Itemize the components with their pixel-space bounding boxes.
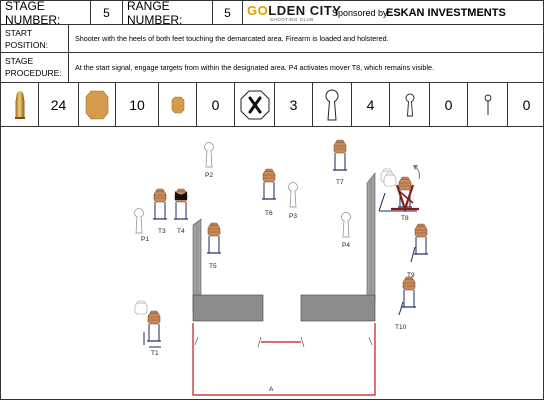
plate-count: 0 [522,97,531,113]
front-wall-left [192,294,264,322]
wall-left [192,218,202,313]
start-position-label: START POSITION: [1,25,69,52]
target-count-row: 24 10 0 3 4 [1,83,544,127]
header-row: STAGE NUMBER: 5 RANGE NUMBER: 5 GOLDEN C… [1,0,544,27]
label-t4: T4 [177,228,185,235]
no-shoot-icon [235,83,275,127]
bullet-icon [1,83,39,127]
target-t4: T4 [173,188,189,235]
sponsor-name: ESKAN INVESTMENTS [386,7,506,19]
label-t10: T10 [395,324,407,331]
stage-diagram-svg: T1 P1 T3 T4 P2 [134,139,429,396]
ipsc-target-icon [79,83,116,127]
stage-procedure-row: STAGE PROCEDURE: At the start signal, en… [1,53,544,83]
logo-wordmark: GOLDEN CITY [247,3,342,18]
start-position-row: START POSITION: Shooter with the heels o… [1,25,544,53]
mini-target-count: 0 [197,83,235,127]
mover-t8: T8 [378,165,420,222]
popper-p1: P1 [134,208,149,243]
label-p4: P4 [342,242,350,249]
stage-number-label: STAGE NUMBER: [1,0,91,27]
logo-subtitle: SHOOTING CLUB [270,17,314,22]
stage-diagram: T1 P1 T3 T4 P2 [1,127,544,401]
popper-p3: P3 [288,182,298,220]
front-wall-right [300,294,376,322]
popper-p2: P2 [204,142,214,179]
sponsor-label: Sponsored by: [332,8,391,18]
no-shoot-count: 3 [275,83,313,127]
target-t7: T7 [332,139,348,186]
shooting-area-fault-line [192,323,376,396]
wall-right [366,172,376,313]
ipsc-target-count: 10 [116,83,159,127]
club-logo: GOLDEN CITY SHOOTING CLUB [247,2,357,24]
label-shooting-area: A [269,386,274,393]
start-position-text: Shooter with the heels of both feet touc… [75,34,389,43]
popper-p4: P4 [341,212,351,249]
target-t9: T9 [407,223,429,279]
label-p3: P3 [289,213,297,220]
label-t7: T7 [336,179,344,186]
rounds-count: 24 [39,83,79,127]
label-t8: T8 [401,215,409,222]
range-number-label: RANGE NUMBER: [123,0,213,27]
target-t5: T5 [206,222,222,270]
label-p2: P2 [205,172,213,179]
label-t9: T9 [407,272,415,279]
mini-popper-icon [390,83,430,127]
label-p1: P1 [141,236,149,243]
label-t5: T5 [209,263,217,270]
label-t1: T1 [151,350,159,357]
label-t6: T6 [265,210,273,217]
plate-icon [468,83,508,127]
mini-target-icon [159,83,197,127]
label-t3: T3 [158,228,166,235]
target-t1: T1 [134,300,162,357]
popper-icon [313,83,352,127]
popper-count: 4 [352,83,390,127]
mini-popper-count: 0 [430,83,468,127]
target-t10: T10 [395,276,417,331]
range-number-value: 5 [213,1,243,25]
stage-procedure-text: At the start signal, engage targets from… [75,63,435,72]
stage-procedure-label: STAGE PROCEDURE: [1,53,69,82]
target-t6: T6 [261,168,277,217]
stage-number-value: 5 [91,1,123,25]
target-t3: T3 [152,188,168,235]
